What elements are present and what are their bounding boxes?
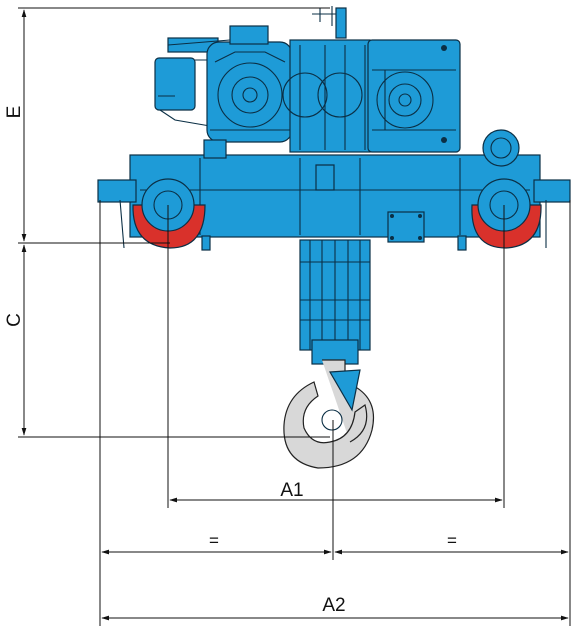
dimension-lines <box>18 7 571 626</box>
dimension-a2-label: A2 <box>322 595 345 616</box>
motor-gearbox-assembly <box>154 6 461 153</box>
hoist-machine <box>97 6 571 469</box>
dimension-equal-left-label: = <box>209 531 219 550</box>
dimension-a1-label: A1 <box>280 480 303 501</box>
dimension-labels: E C A1 = = A2 <box>4 106 457 616</box>
hook-block <box>299 239 371 365</box>
dimension-c-label: C <box>4 313 25 327</box>
hook <box>283 359 375 469</box>
dimension-e-label: E <box>4 106 25 119</box>
dimension-equal-right-label: = <box>447 531 457 550</box>
